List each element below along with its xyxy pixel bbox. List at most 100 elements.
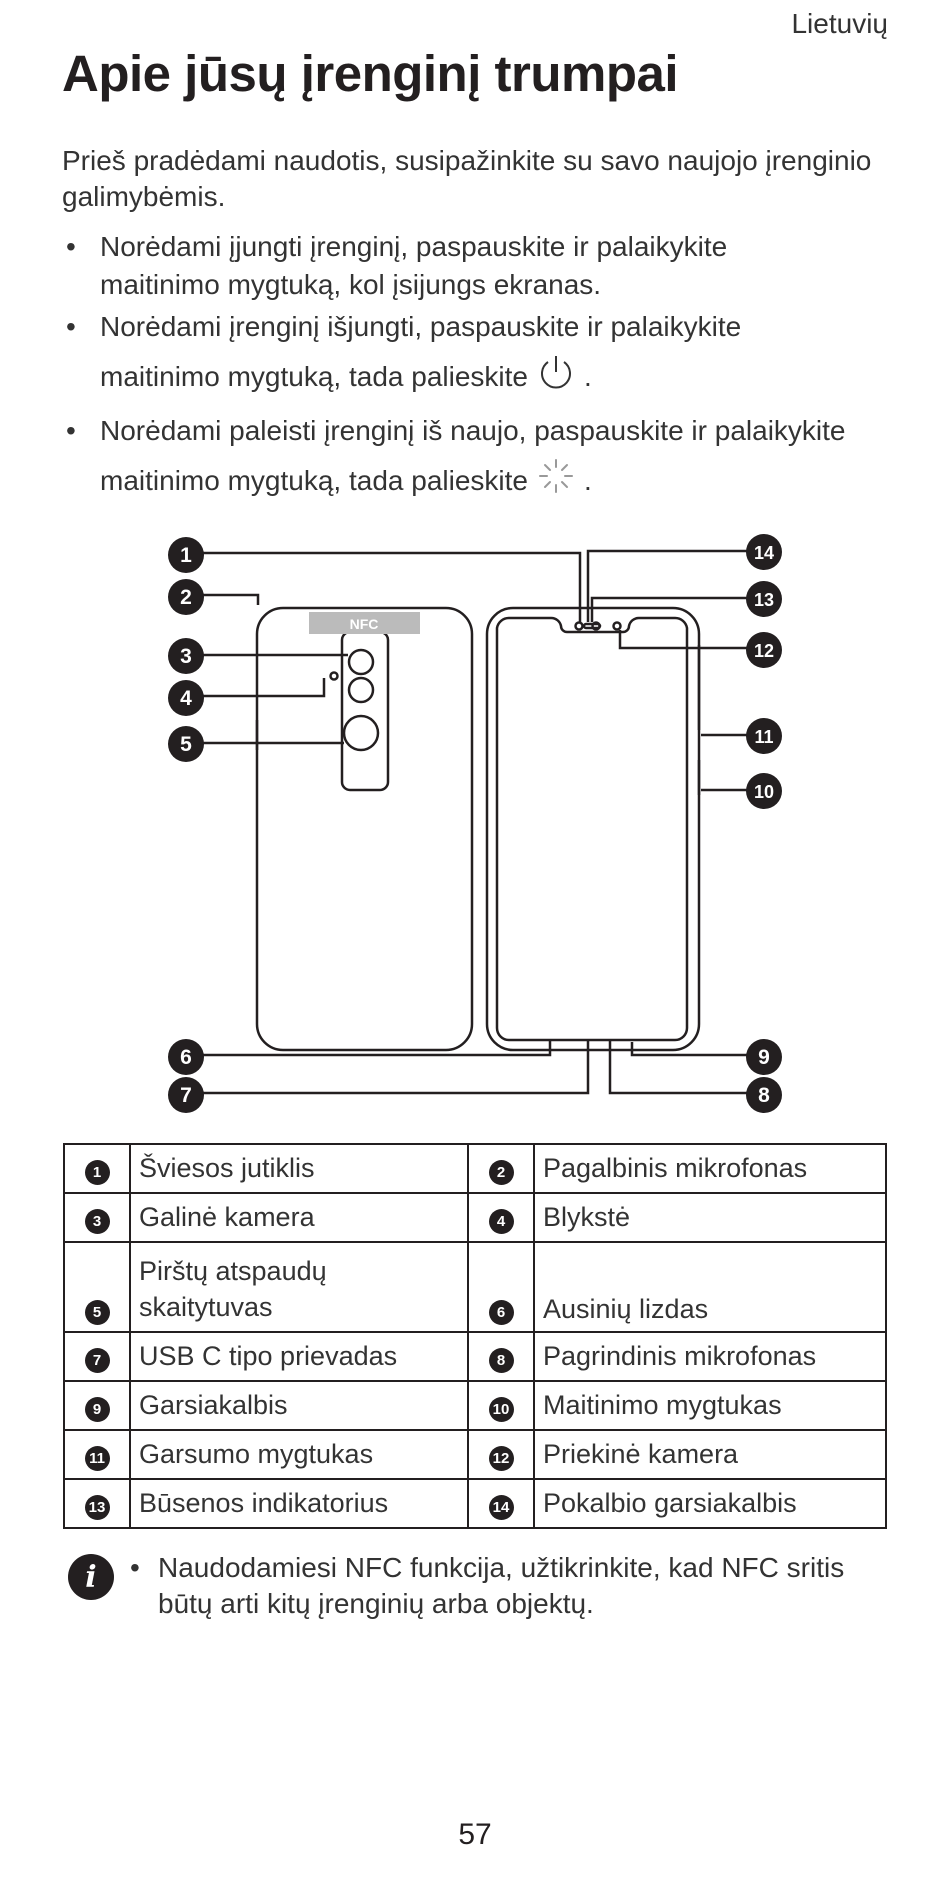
svg-text:4: 4: [180, 687, 192, 710]
part-label: Maitinimo mygtukas: [533, 1380, 887, 1431]
bullet-power-off: • Norėdami įrenginį išjungti, paspauskit…: [62, 308, 902, 408]
number-badge: 2: [488, 1159, 514, 1185]
svg-text:8: 8: [758, 1084, 770, 1107]
callout-9: 9: [746, 1039, 782, 1075]
leader-line-6: [202, 1040, 552, 1057]
part-label: Priekinė kamera: [533, 1429, 887, 1480]
nfc-area: [309, 612, 420, 634]
intro-text: Prieš pradėdami naudotis, susipažinkite …: [62, 145, 872, 212]
svg-text:13: 13: [754, 590, 774, 610]
bullet-period: .: [583, 465, 592, 496]
leader-line-14: [586, 549, 748, 622]
part-label: Garsumo mygtukas: [129, 1429, 469, 1480]
power-icon: [534, 350, 578, 404]
table-row: 11 Garsumo mygtukas 12 Priekinė kamera: [63, 1429, 887, 1480]
leader-line-12: [618, 630, 748, 650]
callout-11: 11: [746, 718, 782, 754]
bullet-dot: •: [66, 311, 76, 342]
flash: [329, 671, 339, 681]
nfc-note: i • Naudodamiesi NFC funkcija, užtikrink…: [68, 1550, 908, 1622]
callout-8: 8: [746, 1077, 782, 1113]
callout-3: 3: [168, 638, 204, 674]
bullet-power-on: • Norėdami įjungti įrenginį, paspauskite…: [62, 228, 902, 304]
table-row: 9 Garsiakalbis 10 Maitinimo mygtukas: [63, 1380, 887, 1431]
light-sensor-dot: [574, 621, 584, 631]
table-row: 1 Šviesos jutiklis 2 Pagalbinis mikrofon…: [63, 1143, 887, 1194]
part-label: Pokalbio garsiakalbis: [533, 1478, 887, 1529]
part-label: Blykstė: [533, 1192, 887, 1243]
note-line: būtų arti kitų įrenginių arba objektų.: [158, 1588, 594, 1619]
number-badge: 12: [488, 1445, 514, 1471]
callout-13: 13: [746, 581, 782, 617]
bullet-dot: •: [66, 231, 76, 262]
svg-text:10: 10: [754, 782, 774, 802]
callout-5: 5: [168, 726, 204, 762]
number-badge: 4: [488, 1208, 514, 1234]
number-badge: 11: [84, 1445, 110, 1471]
restart-icon: [534, 454, 578, 508]
leader-line-1: [202, 551, 582, 622]
number-badge: 9: [84, 1396, 110, 1422]
bullet-dot: •: [66, 415, 76, 446]
part-label: Garsiakalbis: [129, 1380, 469, 1431]
callout-7: 7: [168, 1077, 204, 1113]
bullet-dot: •: [130, 1552, 140, 1583]
number-badge: 7: [84, 1347, 110, 1373]
callout-2: 2: [168, 579, 204, 615]
svg-text:3: 3: [180, 645, 192, 668]
svg-text:7: 7: [180, 1084, 192, 1107]
svg-text:5: 5: [180, 733, 192, 756]
leader-line-13: [590, 596, 748, 622]
bullet-line: Norėdami paleisti įrenginį iš naujo, pas…: [100, 415, 846, 446]
callout-12: 12: [746, 632, 782, 668]
page-title: Apie jūsų įrenginį trumpai: [62, 45, 679, 102]
screen: [495, 616, 689, 1042]
front-camera-dot: [612, 621, 622, 631]
table-row: 13 Būsenos indikatorius 14 Pokalbio gars…: [63, 1478, 887, 1529]
number-badge: 13: [84, 1494, 110, 1520]
leader-line-8: [608, 1040, 748, 1095]
callout-14: 14: [746, 534, 782, 570]
part-label: Pagalbinis mikrofonas: [533, 1143, 887, 1194]
rear-camera-lens: [347, 648, 375, 676]
phone-back: [255, 606, 474, 1052]
page-number: 57: [458, 1818, 492, 1851]
leader-line-4: [202, 678, 326, 698]
svg-text:2: 2: [180, 586, 192, 609]
bullet-restart: • Norėdami paleisti įrenginį iš naujo, p…: [62, 412, 902, 512]
number-badge: 14: [488, 1494, 514, 1520]
part-label: Šviesos jutiklis: [129, 1143, 469, 1194]
number-badge: 10: [488, 1396, 514, 1422]
number-badge: 8: [488, 1347, 514, 1373]
nfc-label: NFC: [350, 616, 379, 632]
bullet-line: maitinimo mygtuką, tada palieskite: [100, 361, 528, 392]
part-label: Galinė kamera: [129, 1192, 469, 1243]
callout-6: 6: [168, 1039, 204, 1075]
bullet-period: .: [583, 361, 592, 392]
note-line: Naudodamiesi NFC funkcija, užtikrinkite,…: [158, 1552, 845, 1583]
part-label: USB C tipo prievadas: [129, 1331, 469, 1382]
device-diagram: NFC 1 2 3 4 5 6 7 8 9 10 11 12 13 14: [168, 534, 782, 1113]
bullet-line: Norėdami įjungti įrenginį, paspauskite i…: [100, 231, 728, 262]
table-row: 7 USB C tipo prievadas 8 Pagrindinis mik…: [63, 1331, 887, 1382]
svg-text:9: 9: [758, 1046, 770, 1069]
svg-text:11: 11: [754, 727, 773, 747]
svg-text:14: 14: [754, 543, 774, 563]
svg-text:12: 12: [754, 641, 774, 661]
rear-camera-lens: [347, 676, 375, 704]
part-label: Būsenos indikatorius: [129, 1478, 469, 1529]
language-label: Lietuvių: [791, 8, 888, 39]
svg-text:1: 1: [180, 544, 192, 567]
part-label: Pagrindinis mikrofonas: [533, 1331, 887, 1382]
info-icon: i: [68, 1554, 114, 1600]
earpiece: [582, 622, 602, 630]
svg-text:6: 6: [180, 1046, 192, 1069]
table-row: 3 Galinė kamera 4 Blykstė: [63, 1192, 887, 1243]
camera-module: [340, 630, 390, 792]
bullet-line: Norėdami įrenginį išjungti, paspauskite …: [100, 311, 742, 342]
callout-10: 10: [746, 773, 782, 809]
instruction-list: • Norėdami įjungti įrenginį, paspauskite…: [62, 228, 902, 512]
bullet-line: maitinimo mygtuką, tada palieskite: [100, 465, 528, 496]
part-label: Pirštų atspaudų skaitytuvas: [129, 1241, 469, 1333]
number-badge: 3: [84, 1208, 110, 1234]
